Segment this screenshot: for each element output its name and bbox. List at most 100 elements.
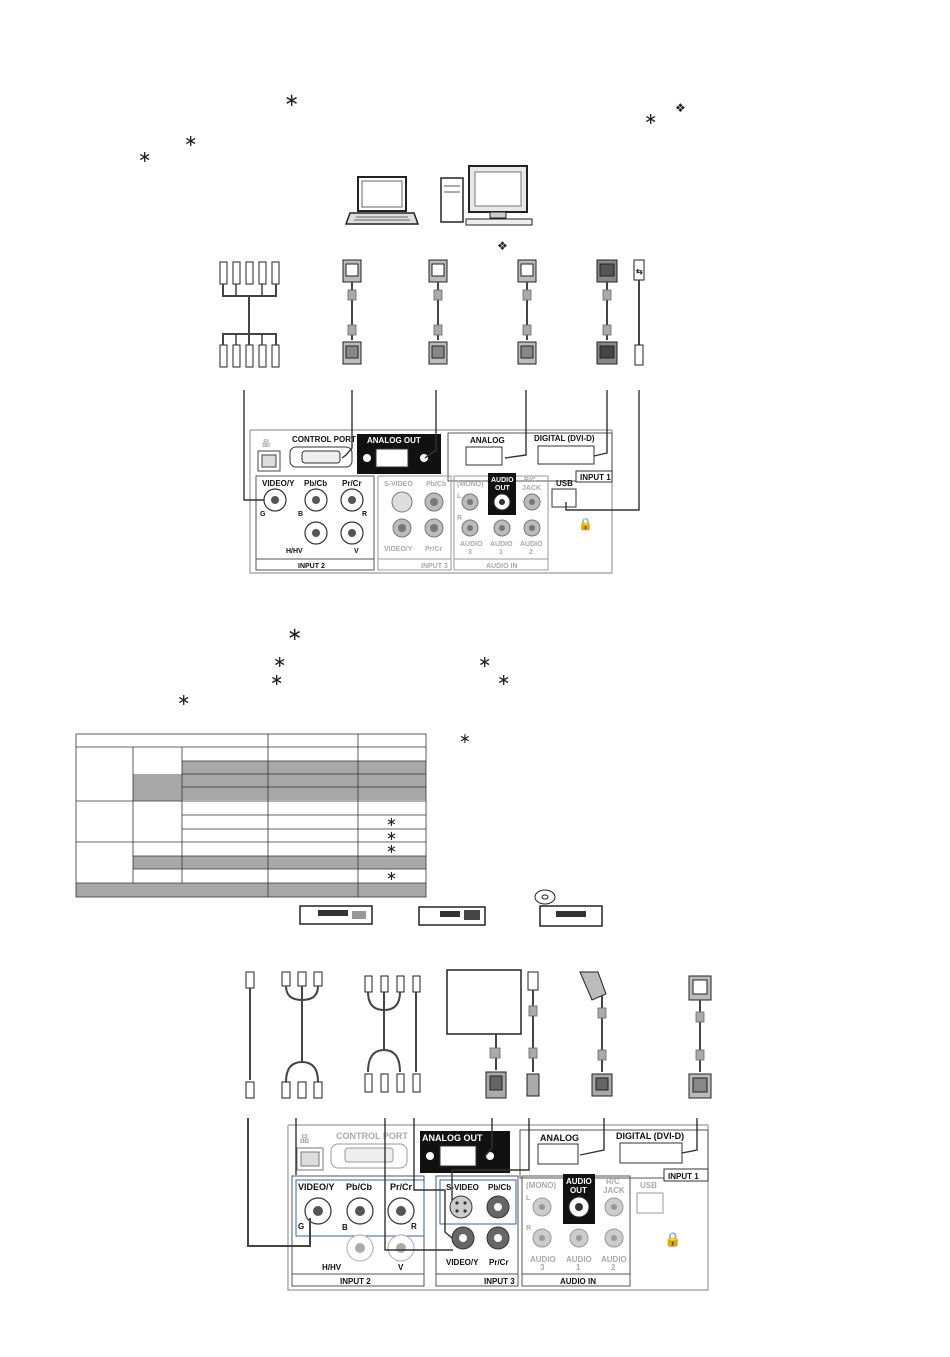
- scart-wire: [484, 1118, 493, 1157]
- svg-text:品: 品: [300, 1134, 309, 1144]
- scart-cable-icon: [579, 971, 613, 1097]
- svg-text:⇆: ⇆: [636, 267, 643, 276]
- b-label: B: [342, 1223, 348, 1232]
- analog-label: ANALOG: [470, 436, 505, 445]
- diamond-mark: ❖: [675, 101, 686, 115]
- rca-cable-icon: [364, 975, 421, 1093]
- s-video-label: S-VIDEO: [384, 481, 413, 488]
- scart-wire: [579, 1118, 605, 1156]
- vga-wire: [504, 390, 527, 459]
- rc-jack-label: JACK: [603, 1186, 625, 1195]
- pr-cr-label: Pr/Cr: [489, 1258, 509, 1267]
- g-label: G: [298, 1222, 304, 1231]
- input1-label: INPUT 1: [668, 1172, 699, 1181]
- rca-wire: [413, 1118, 453, 1239]
- dvd-player-icon: [534, 889, 603, 927]
- projector-panel-top: 品 CONTROL PORT ANALOG OUT ANALOG DIGITAL…: [249, 429, 613, 574]
- input1-label: INPUT 1: [580, 473, 611, 482]
- audio2-label: AUDIO: [601, 1255, 627, 1264]
- asterisk-mark: ∗: [644, 109, 657, 128]
- lock-icon: 🔒: [664, 1231, 681, 1248]
- table-asterisk: ∗: [386, 869, 397, 884]
- vga-wire: [424, 390, 437, 459]
- rc-jack-label: JACK: [522, 485, 541, 492]
- s-video-wire: [451, 1118, 530, 1200]
- s-video-cable-icon: [526, 971, 540, 1097]
- digital-label: DIGITAL (DVI-D): [534, 434, 595, 443]
- pb-cb-label: Pb/Cb: [426, 481, 446, 488]
- svg-text:品: 品: [262, 439, 270, 448]
- projector-panel-bottom: 品 CONTROL PORT ANALOG OUT ANALOG DIGITAL…: [287, 1124, 709, 1291]
- g-label: G: [260, 511, 266, 518]
- desktop-computer-icon: [440, 165, 533, 226]
- bnc-cable-icon: [245, 971, 255, 1099]
- control-port-label: CONTROL PORT: [292, 435, 356, 444]
- audio1-label: AUDIO: [566, 1255, 592, 1264]
- pb-cb-label: Pb/Cb: [488, 1183, 511, 1192]
- v-label: V: [398, 1263, 404, 1272]
- video-y-label: VIDEO/Y: [298, 1182, 335, 1192]
- vga-wire: [681, 1118, 698, 1154]
- rc-jack-label: R/C: [606, 1177, 620, 1186]
- input3-label: INPUT 3: [484, 1277, 515, 1286]
- dvi-cable-icon: [596, 259, 618, 365]
- asterisk-mark: ∗: [177, 690, 190, 709]
- vga-wire: [341, 390, 353, 459]
- h-hv-label: H/HV: [322, 1263, 342, 1272]
- audio-in-label: AUDIO IN: [560, 1277, 596, 1286]
- bnc-3-cable-icon: [281, 971, 323, 1099]
- digital-label: DIGITAL (DVI-D): [616, 1131, 684, 1141]
- asterisk-mark: ∗: [478, 652, 491, 671]
- asterisk-mark: ∗: [184, 131, 197, 150]
- s-video-label: S-VIDEO: [446, 1183, 479, 1192]
- vcr-icon: [299, 905, 373, 925]
- laptop-icon: [344, 176, 420, 225]
- asterisk-mark: ∗: [459, 731, 471, 747]
- audio-out-label: AUDIO: [491, 477, 514, 484]
- r-label: R: [411, 1222, 417, 1231]
- audio1-label: AUDIO: [490, 541, 513, 548]
- pb-cb-label: Pb/Cb: [346, 1182, 373, 1192]
- r-label: R: [362, 511, 367, 518]
- table-asterisk: ∗: [386, 815, 397, 830]
- audio2-label: 2: [611, 1263, 616, 1272]
- diamond-mark: ❖: [497, 239, 508, 253]
- l-label: L: [526, 1195, 531, 1202]
- audio2-label: 2: [529, 549, 533, 556]
- asterisk-mark: ∗: [497, 670, 510, 689]
- usb-label: USB: [556, 479, 573, 488]
- control-port-label: CONTROL PORT: [336, 1131, 408, 1141]
- mono-label: (MONO): [526, 1181, 557, 1190]
- pr-cr-label: Pr/Cr: [342, 479, 362, 488]
- input2-label: INPUT 2: [298, 563, 325, 570]
- pr-cr-label: Pr/Cr: [425, 546, 442, 553]
- v-label: V: [354, 548, 359, 555]
- audio2-label: AUDIO: [520, 541, 543, 548]
- audio1-label: 1: [576, 1263, 581, 1272]
- vga-cable-icon: [342, 259, 362, 365]
- pb-cb-label: Pb/Cb: [304, 479, 327, 488]
- pr-cr-label: Pr/Cr: [390, 1182, 413, 1192]
- audio-out-label: OUT: [495, 485, 511, 492]
- table-asterisk: ∗: [386, 842, 397, 857]
- bnc-cable-icon: [219, 261, 280, 368]
- r-label: R: [526, 1225, 531, 1232]
- r-label: R: [457, 515, 462, 522]
- analog-out-label: ANALOG OUT: [367, 436, 421, 445]
- mono-label: (MONO): [457, 481, 483, 488]
- vga-cable-icon: [428, 259, 448, 365]
- audio-out-label: OUT: [570, 1186, 587, 1195]
- h-hv-label: H/HV: [286, 548, 303, 555]
- bnc-wire: [243, 390, 264, 501]
- b-label: B: [298, 511, 303, 518]
- video-y-label: VIDEO/Y: [262, 479, 295, 488]
- audio-in-label: AUDIO IN: [486, 563, 518, 570]
- video-y-label: VIDEO/Y: [446, 1258, 479, 1267]
- usb-wire: [565, 390, 640, 511]
- asterisk-mark: ∗: [270, 670, 283, 689]
- usb-cable-icon: ⇆: [633, 259, 645, 366]
- bnc-wire: [247, 1118, 311, 1247]
- audio3-label: 3: [540, 1263, 545, 1272]
- asterisk-mark: ∗: [284, 90, 299, 111]
